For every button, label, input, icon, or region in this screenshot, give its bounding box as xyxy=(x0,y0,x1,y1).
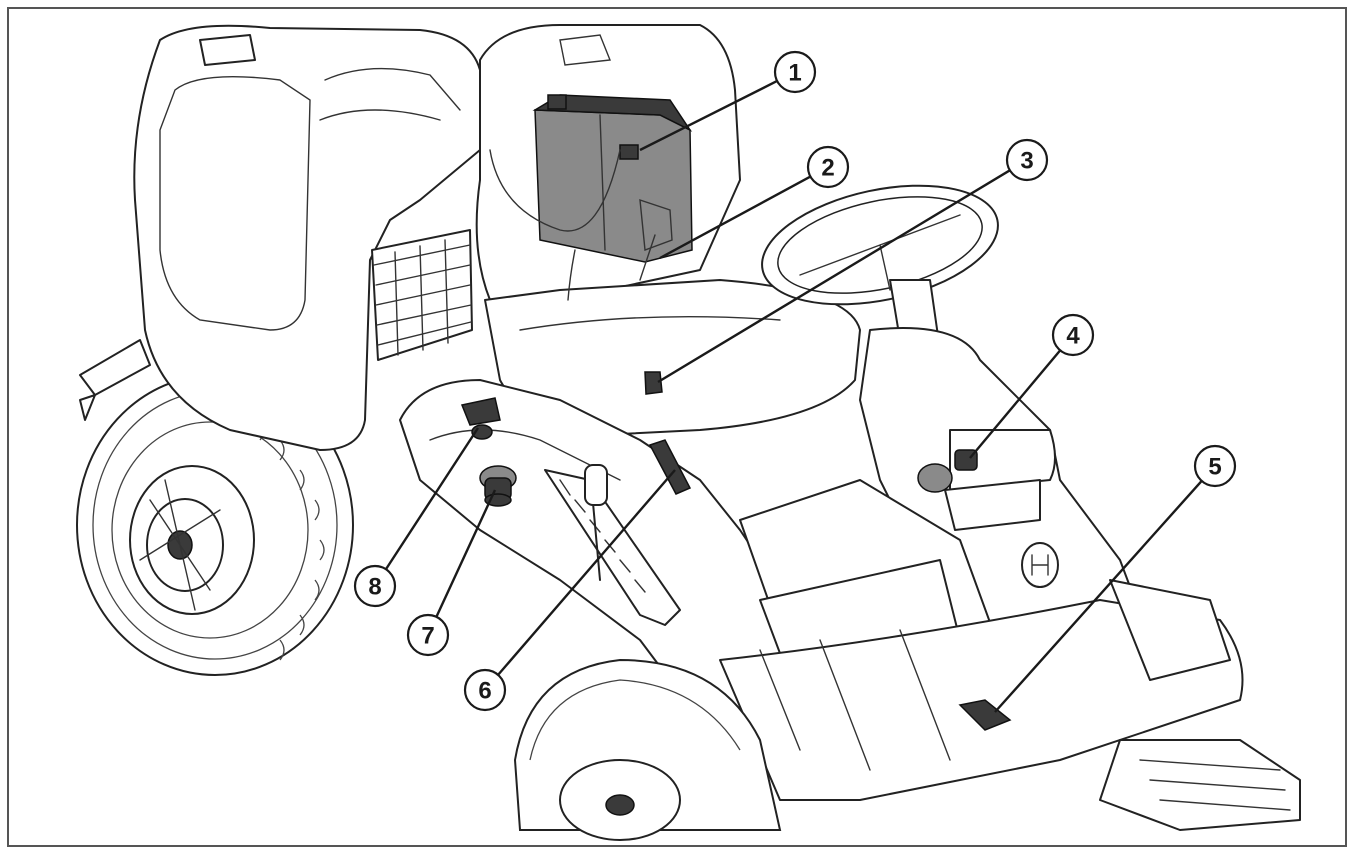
leader-lines xyxy=(384,79,1203,713)
headlight-switch xyxy=(460,397,501,440)
callout-5: 5 xyxy=(1193,444,1237,488)
callout-number-7: 7 xyxy=(421,623,434,650)
engine-hood xyxy=(133,24,491,451)
callout-number-4: 4 xyxy=(1066,323,1080,350)
callout-number-6: 6 xyxy=(478,678,491,705)
leader-line-1 xyxy=(639,79,778,152)
callout-8: 8 xyxy=(353,564,397,608)
leader-line-3 xyxy=(657,169,1011,384)
front-left-wheel xyxy=(513,658,782,841)
callout-4: 4 xyxy=(1051,313,1095,357)
callout-circle-4 xyxy=(1051,313,1095,357)
mower-deck xyxy=(1099,739,1301,831)
callout-circle-6 xyxy=(463,668,507,712)
callout-labels: 1 2 3 4 5 6 7 8 xyxy=(353,50,1237,712)
callout-number-5: 5 xyxy=(1208,454,1221,481)
leader-line-2 xyxy=(659,175,811,260)
callout-1: 1 xyxy=(773,50,817,94)
callout-6: 6 xyxy=(463,668,507,712)
leader-line-8 xyxy=(384,427,480,570)
rear-bumper xyxy=(79,339,151,396)
callout-number-8: 8 xyxy=(368,574,381,601)
callout-number-2: 2 xyxy=(821,155,834,182)
callout-circle-3 xyxy=(1005,138,1049,182)
callout-3: 3 xyxy=(1005,138,1049,182)
callout-number-1: 1 xyxy=(788,60,801,87)
battery xyxy=(489,94,693,301)
diagram-frame xyxy=(7,7,1347,847)
seat-switch xyxy=(644,371,663,395)
leader-line-7 xyxy=(435,489,497,618)
callout-number-3: 3 xyxy=(1020,148,1033,175)
leader-line-6 xyxy=(497,469,676,676)
callout-circle-2 xyxy=(806,145,850,189)
callout-circle-8 xyxy=(353,564,397,608)
brake-switch xyxy=(958,699,1012,731)
leader-line-5 xyxy=(994,480,1203,713)
callout-circle-5 xyxy=(1193,444,1237,488)
leader-line-4 xyxy=(969,349,1062,459)
callout-circle-7 xyxy=(406,613,450,657)
callout-circle-1 xyxy=(773,50,817,94)
choke-control xyxy=(479,465,517,507)
brand-logo-front xyxy=(1021,542,1059,588)
callout-7: 7 xyxy=(406,613,450,657)
callout-2: 2 xyxy=(806,145,850,189)
